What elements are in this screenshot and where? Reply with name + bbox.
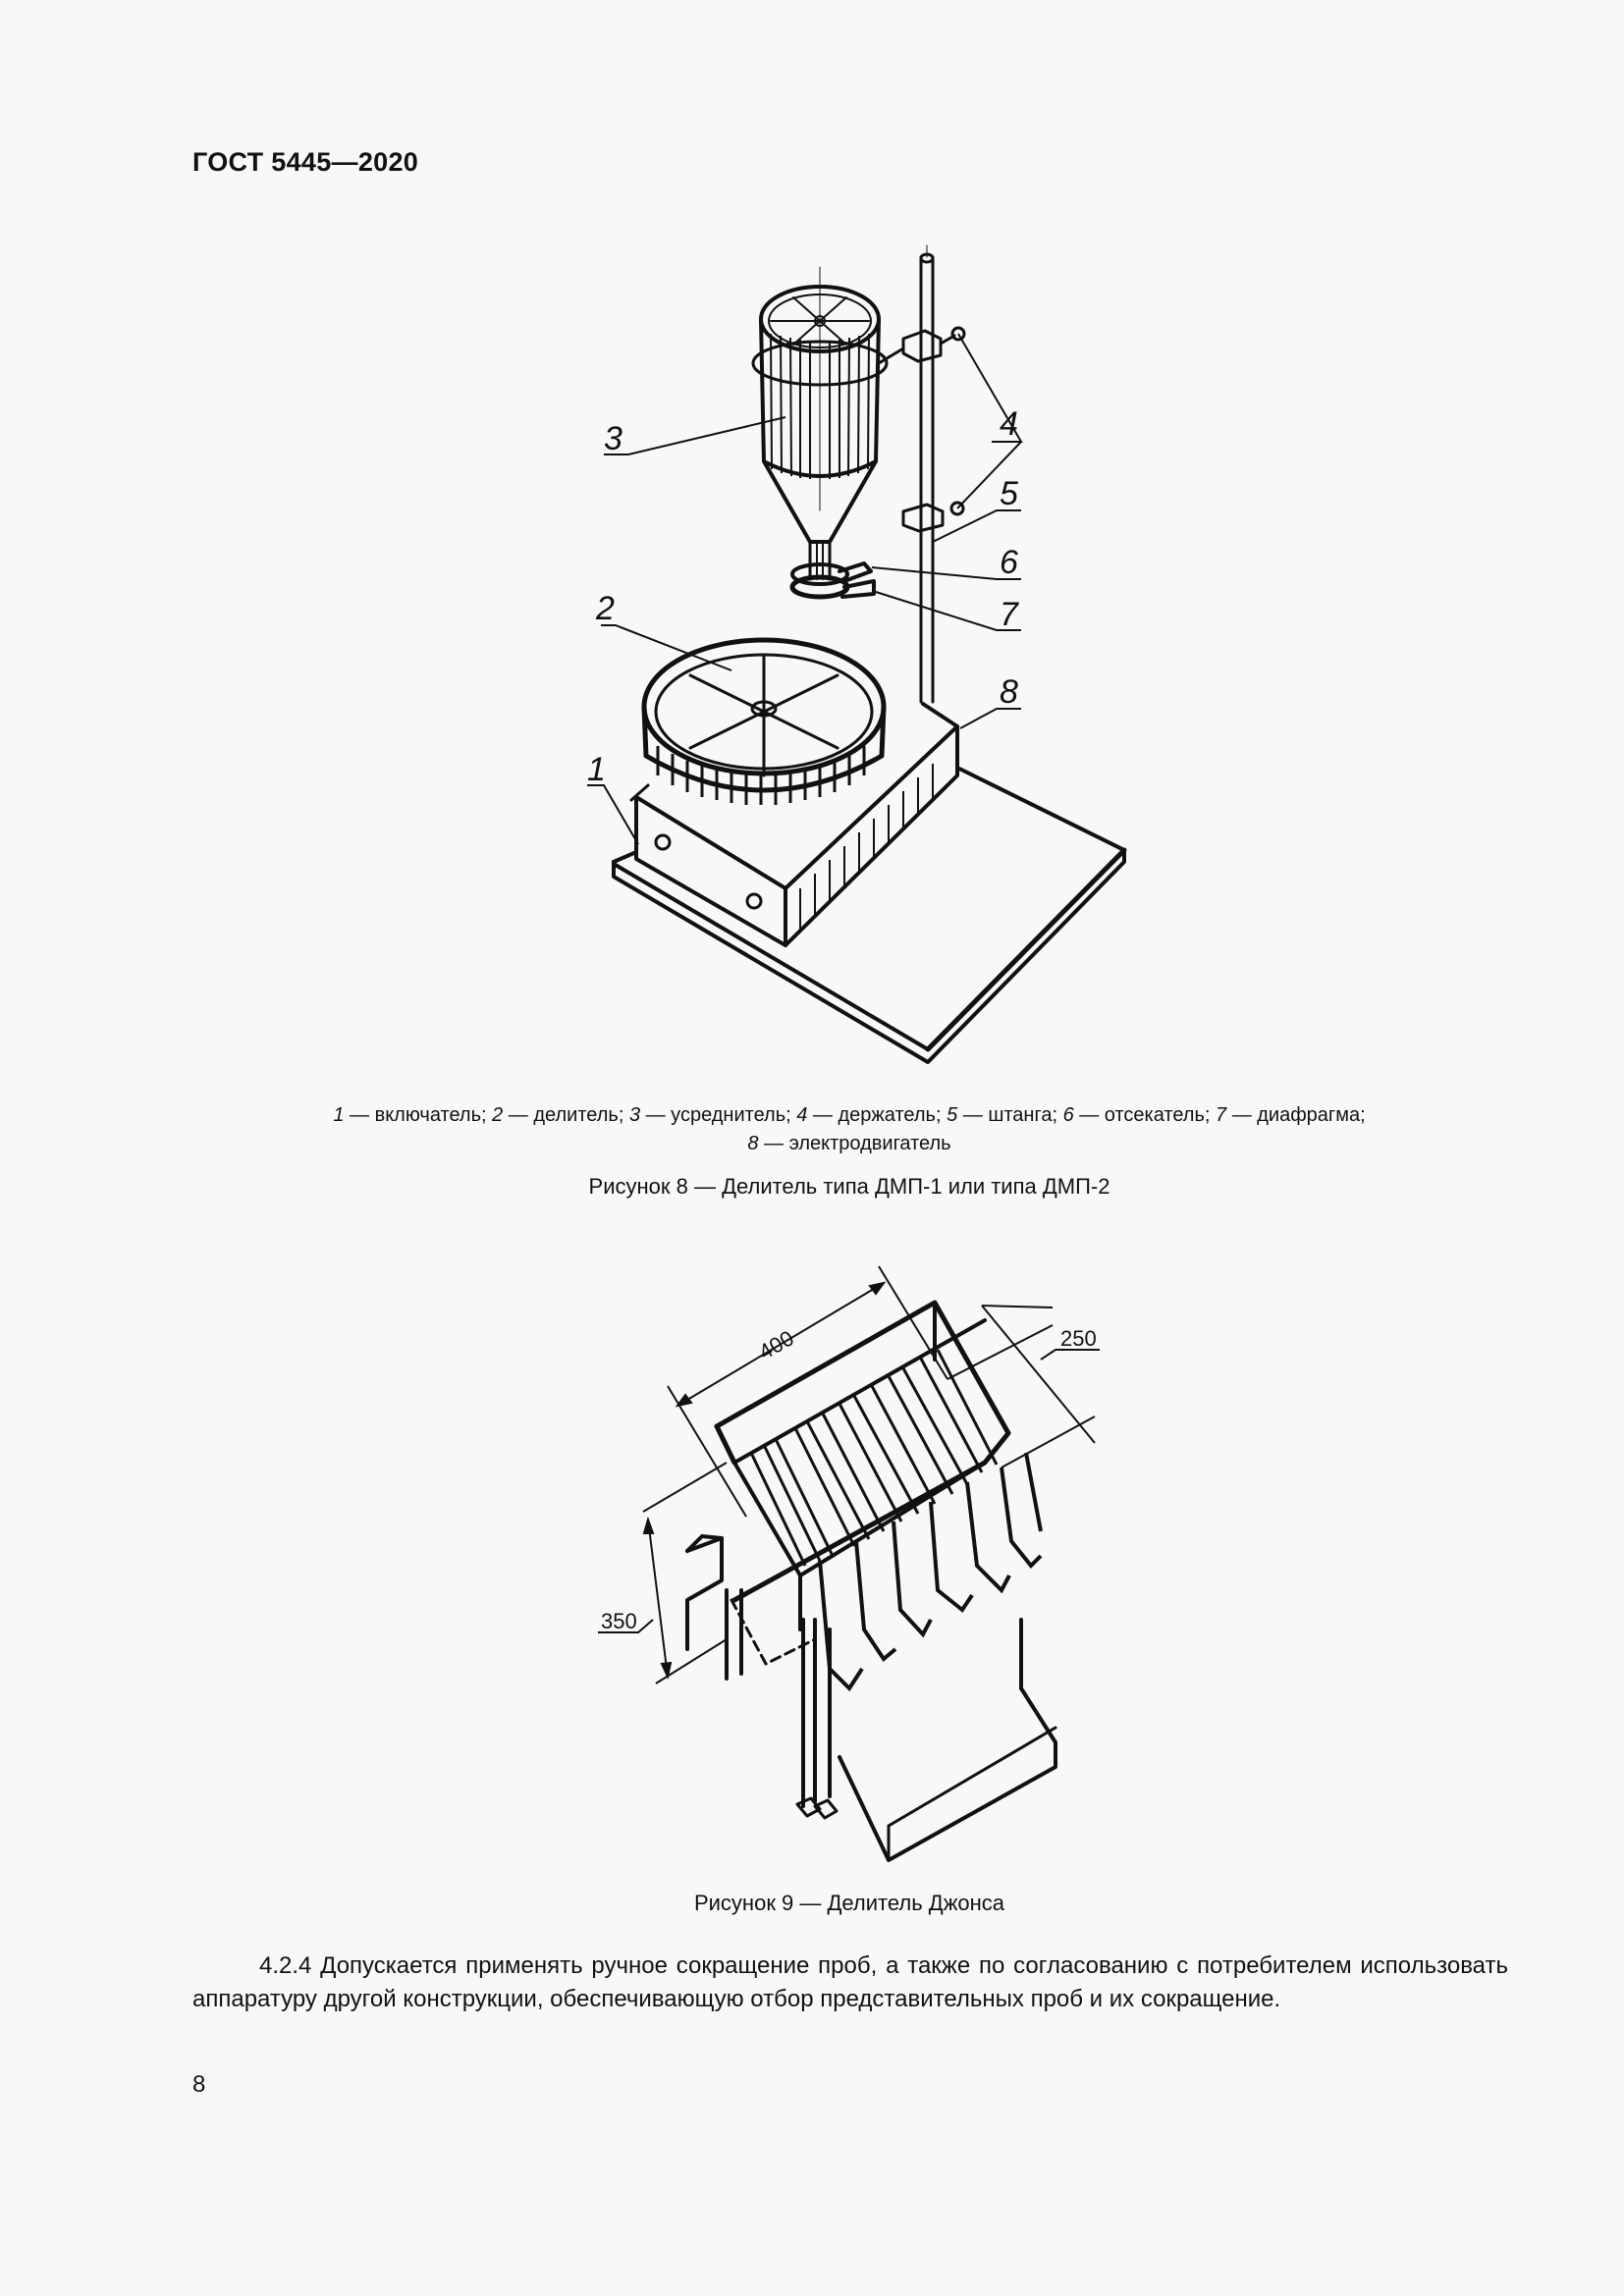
receiving-pan-icon xyxy=(838,1618,1057,1862)
base-plate-icon xyxy=(612,766,1127,1064)
figure-9-caption: Рисунок 9 — Делитель Джонса xyxy=(693,1891,1005,1915)
callout-3: 3 xyxy=(604,420,623,457)
cutter-icon xyxy=(789,561,876,600)
figure-8-caption: Рисунок 8 — Делитель типа ДМП-1 или типа… xyxy=(588,1174,1110,1199)
legend-item-6: 6 — отсекатель; xyxy=(1062,1104,1217,1126)
document-header: ГОСТ 5445—2020 xyxy=(192,147,419,177)
motor-box-icon xyxy=(629,702,959,947)
holder-icon xyxy=(877,326,966,533)
averager-icon xyxy=(751,266,889,581)
callout-6: 6 xyxy=(1000,544,1018,581)
callout-4: 4 xyxy=(1000,405,1018,443)
figure-8-legend: 1 — включатель; 2 — делитель; 3 — усредн… xyxy=(177,1101,1522,1158)
callout-1: 1 xyxy=(587,751,606,788)
legend-item-7: 7 — диафрагма; xyxy=(1216,1104,1366,1126)
legend-item-5: 5 — штанга; xyxy=(947,1104,1063,1126)
callout-2: 2 xyxy=(595,590,615,627)
dimension-250: 250 xyxy=(1060,1326,1097,1351)
legend-item-8: 8 — электродвигатель xyxy=(747,1133,951,1154)
legend-item-4: 4 — держатель; xyxy=(796,1104,947,1126)
legend-item-1: 1 — включатель; xyxy=(333,1104,493,1126)
divider-ring-icon xyxy=(641,637,887,805)
paragraph-4-2-4: 4.2.4 Допускается применять ручное сокра… xyxy=(192,1949,1508,2016)
page-number: 8 xyxy=(192,2071,206,2098)
dimension-lines xyxy=(598,1265,1100,1684)
callout-8: 8 xyxy=(1000,673,1018,711)
hopper-icon xyxy=(714,1300,1011,1631)
legend-item-3: 3 — усреднитель; xyxy=(628,1104,797,1126)
dimension-350: 350 xyxy=(601,1609,637,1633)
callout-5: 5 xyxy=(1000,475,1018,512)
legend-item-2: 2 — делитель; xyxy=(492,1104,629,1126)
divider-dmp-illustration: 3 2 1 4 5 6 7 8 xyxy=(587,244,1127,1064)
chutes-icon xyxy=(685,1452,1043,1820)
dimension-400: 400 xyxy=(754,1325,797,1364)
switch-icon xyxy=(654,833,763,910)
callout-7: 7 xyxy=(1000,596,1019,633)
paragraph-text: 4.2.4 Допускается применять ручное сокра… xyxy=(192,1952,1508,2012)
